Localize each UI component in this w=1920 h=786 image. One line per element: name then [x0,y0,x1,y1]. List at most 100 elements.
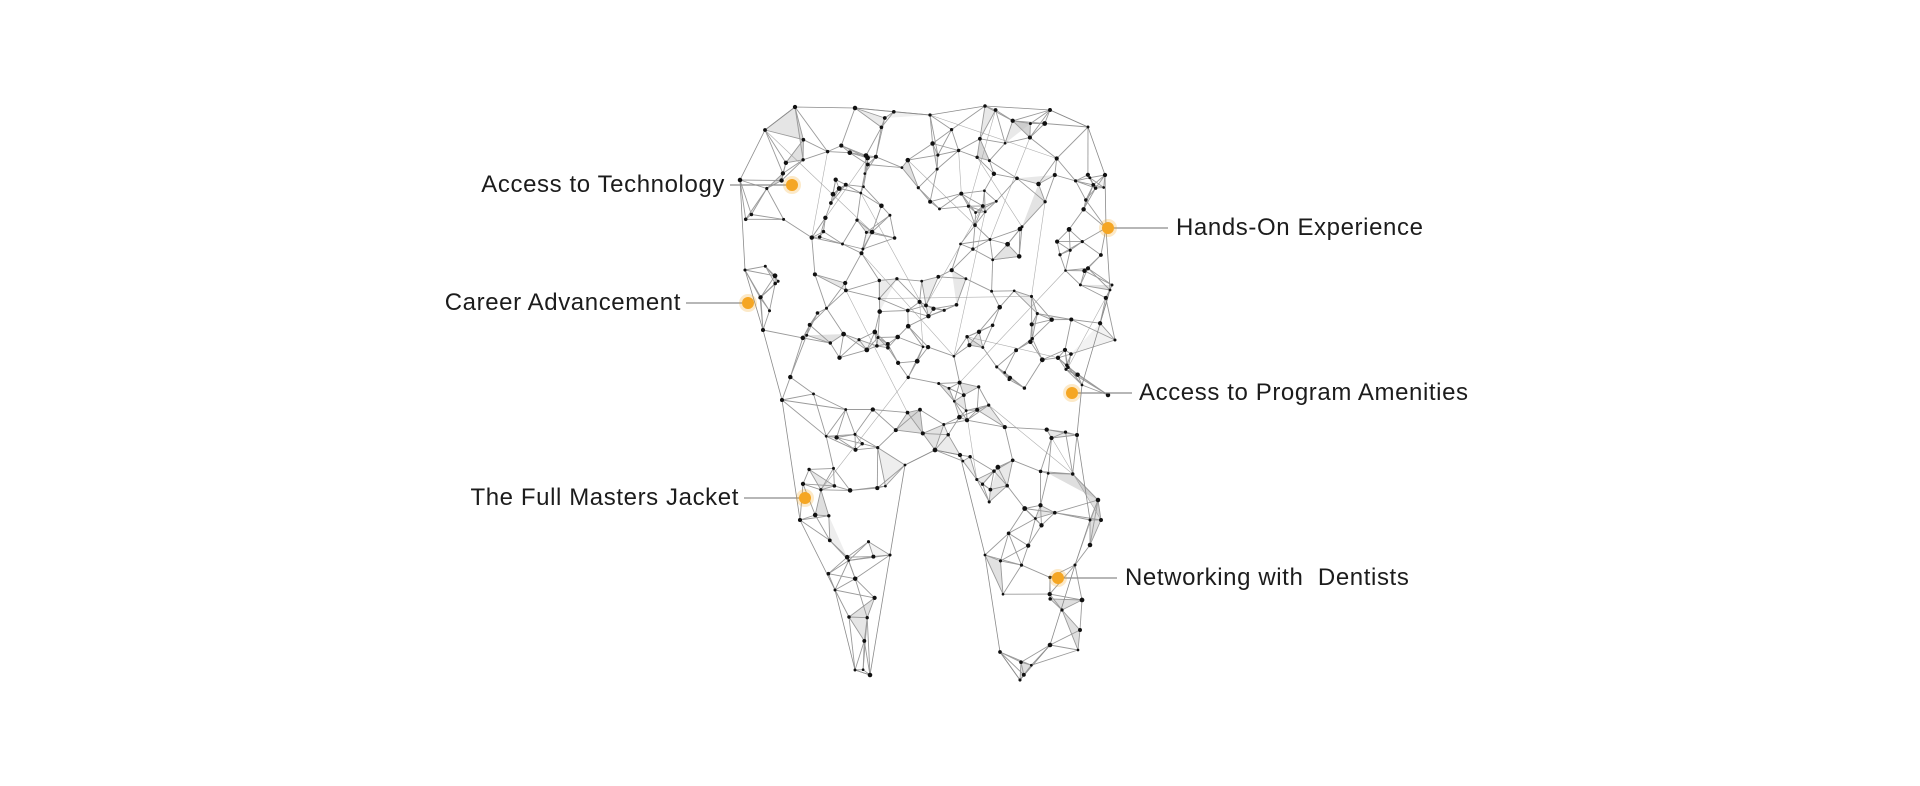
mesh-node [1088,518,1092,522]
mesh-edge [938,382,960,384]
mesh-node [932,447,938,453]
mesh-edge [842,243,862,254]
mesh-edge [1031,338,1043,360]
mesh-edge [1006,460,1014,486]
mesh-node [926,314,931,319]
mesh-edge [988,485,1008,503]
mesh-edge [963,386,979,396]
mesh-edge [868,541,874,557]
mesh-node [836,186,842,191]
mesh-edge [974,211,986,226]
mesh-node [884,484,887,488]
mesh-facet [992,244,1020,260]
mesh-node [957,414,962,420]
mesh-node [988,487,993,492]
mesh-node [1017,226,1023,232]
mesh-edge [834,589,875,599]
mesh-node [841,331,846,337]
mesh-edge [826,290,847,309]
mesh-node [1007,375,1013,380]
mesh-edge [839,188,861,194]
mesh-node [993,108,998,112]
mesh-edge [1044,123,1089,128]
mesh-edge [1067,367,1109,396]
mesh-node [928,113,932,117]
mesh-edge [1066,353,1072,366]
mesh-node [1021,672,1026,677]
mesh-node [801,158,805,162]
mesh-edge [969,331,980,346]
mesh-node [865,616,869,620]
mesh-edge [1074,544,1091,566]
mesh-edge [936,155,939,170]
mesh-edge [1061,609,1081,631]
mesh-edge [1040,437,1052,472]
mesh-node [821,229,826,234]
mesh-edge [948,388,955,402]
mesh-edge [978,331,984,348]
mesh-edge [990,485,1008,491]
mesh-edge [907,304,927,311]
mesh-node [917,299,922,304]
callout-label-career-advancement: Career Advancement [444,289,681,316]
mesh-edge [842,243,864,250]
mesh-edge [976,157,1023,227]
mesh-edge [1056,158,1076,182]
callout-marker-full-masters-jacket [799,492,811,504]
mesh-edge [802,469,810,485]
mesh-facet [1005,120,1031,144]
mesh-edge [968,109,996,207]
mesh-node [942,308,946,312]
mesh-node [805,333,809,337]
mesh-edge [751,188,768,215]
mesh-node [812,512,818,518]
mesh-edge [826,435,856,451]
mesh-facet [935,434,960,455]
mesh-node [1030,336,1034,341]
mesh-edge [953,344,970,357]
mesh-edge [856,219,867,233]
mesh-edge [960,239,991,245]
mesh-edge [764,129,784,174]
mesh-node [1081,207,1086,212]
callout-label-networking-dentists: Networking with Dentists [1125,564,1410,591]
mesh-edge [781,393,814,401]
mesh-node [905,323,911,329]
mesh-edge [1065,432,1074,475]
mesh-edge [958,138,981,151]
mesh-edge [1014,290,1032,297]
mesh-edge [820,489,830,516]
mesh-edge [866,331,876,351]
mesh-edge [1013,290,1038,314]
mesh-edge [1004,349,1017,373]
mesh-edge [799,519,831,541]
mesh-node [975,477,979,482]
mesh-facet [1017,175,1055,184]
mesh-node [865,162,870,167]
mesh-node [877,309,882,314]
tooth-mesh-nodes [737,104,1117,682]
mesh-edge [953,401,968,421]
mesh-edge [877,447,906,466]
mesh-edge [897,362,909,378]
mesh-edge [992,256,1020,261]
mesh-node [1055,355,1061,360]
mesh-node [895,334,901,340]
mesh-edge [959,409,978,418]
mesh-edge [879,298,908,311]
mesh-edge [1051,434,1078,439]
mesh-node [1018,678,1022,682]
mesh-edge [951,248,974,271]
mesh-edge [1089,174,1106,179]
mesh-node [936,153,940,157]
mesh-node [1039,357,1045,363]
mesh-edge [1082,241,1102,256]
mesh-edge [960,193,976,213]
mesh-edge [1083,184,1094,210]
mesh-node [914,358,920,364]
mesh-edge [898,360,918,364]
mesh-node [983,553,987,557]
mesh-node [921,345,925,349]
mesh-node [1053,510,1057,515]
mesh-node [1108,288,1112,292]
